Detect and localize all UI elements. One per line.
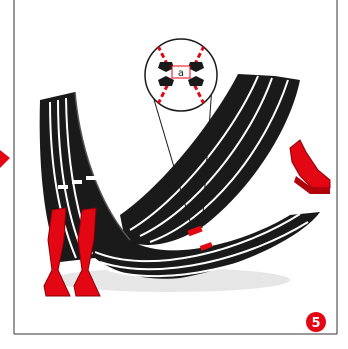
support-stand-right	[289, 139, 331, 194]
previous-panel-mark	[0, 150, 10, 168]
support-stand-left-2	[73, 207, 101, 297]
track-joint-clips	[187, 225, 213, 251]
support-stand-left-1	[43, 207, 71, 297]
callout-label: a	[178, 68, 184, 79]
curved-track-piece	[39, 74, 320, 279]
callout-pointer-left	[149, 85, 193, 229]
step-number-badge: 5	[306, 312, 326, 332]
callout-pointer-right	[201, 85, 213, 229]
detail-callout: a	[144, 38, 218, 112]
step-number: 5	[311, 316, 320, 331]
ground-shadow	[50, 268, 290, 292]
